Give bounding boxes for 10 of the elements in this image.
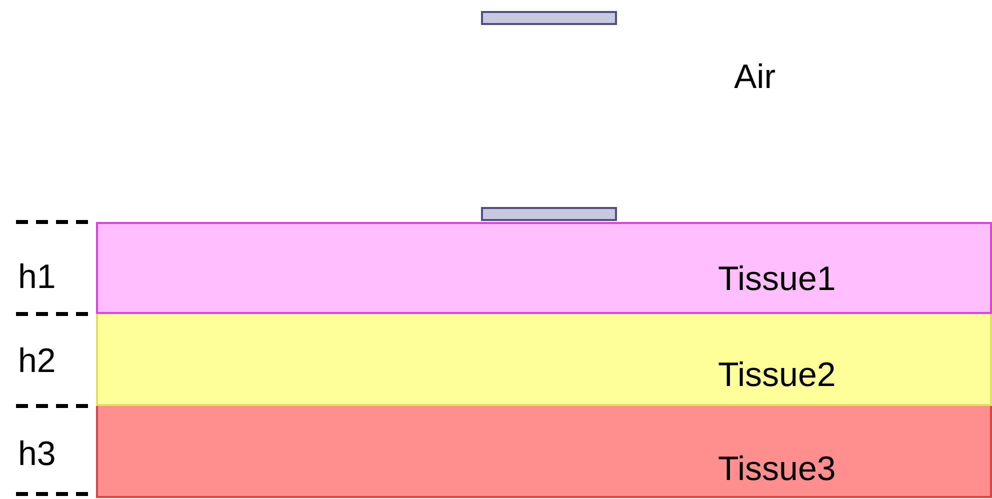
layer-label: Tissue2 [718, 356, 836, 395]
tissue-layer [96, 222, 992, 314]
layer-label: Tissue1 [718, 260, 836, 299]
tissue-layer [96, 406, 992, 498]
thickness-label: h3 [18, 435, 56, 474]
tissue-layer [96, 314, 992, 406]
medium-label: Air [734, 58, 776, 97]
thickness-label: h1 [18, 258, 56, 297]
thickness-label: h2 [18, 342, 56, 381]
layer-label: Tissue3 [718, 450, 836, 489]
